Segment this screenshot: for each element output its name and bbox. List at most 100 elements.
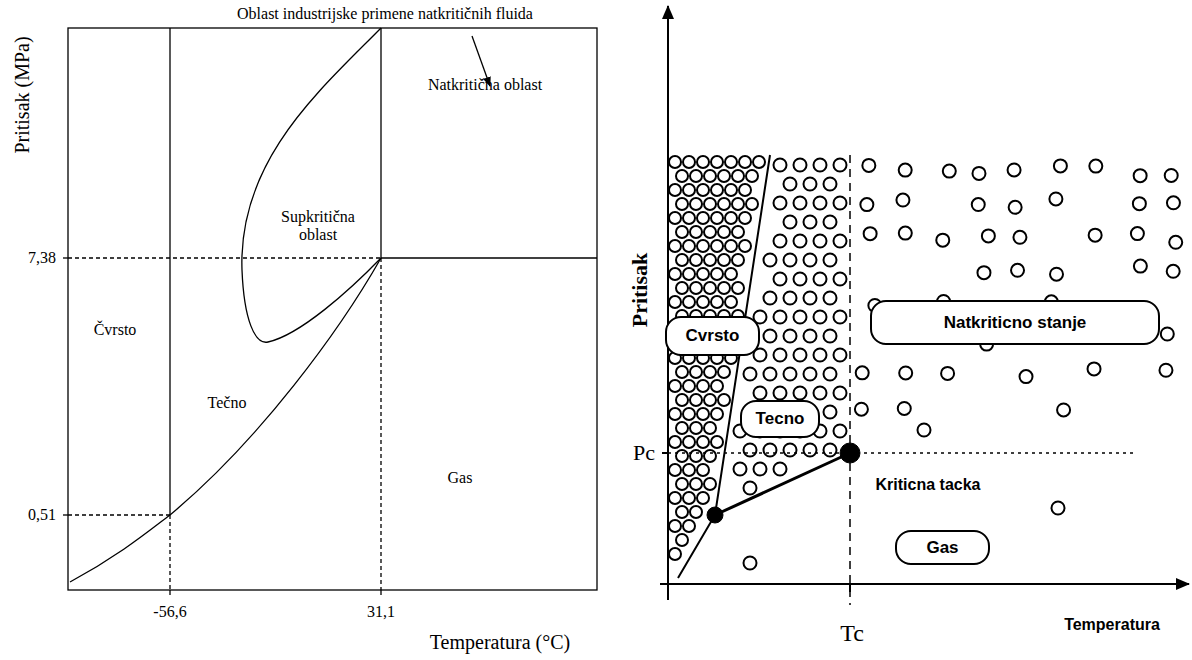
phase-box: Gas xyxy=(895,530,990,565)
molecule-circle xyxy=(718,198,730,210)
molecule-circle xyxy=(732,282,744,294)
molecule-circle xyxy=(855,403,868,416)
molecule-circle xyxy=(676,254,688,266)
molecule-circle xyxy=(739,156,751,168)
molecule-circle xyxy=(824,444,837,457)
region-label: Tc xyxy=(840,620,864,648)
molecule-circle xyxy=(697,212,709,224)
molecule-circle xyxy=(690,366,702,378)
molecule-circle xyxy=(718,226,730,238)
molecule-circle xyxy=(732,254,744,266)
molecule-circle xyxy=(814,311,827,324)
molecule-circle xyxy=(669,464,681,476)
molecule-circle xyxy=(732,226,744,238)
molecule-circle xyxy=(711,268,723,280)
axis-title: Pritisak (MPa) xyxy=(11,36,34,153)
molecule-circle xyxy=(754,463,767,476)
molecule-circle xyxy=(718,170,730,182)
molecule-circle xyxy=(725,156,737,168)
molecule-circle xyxy=(697,268,709,280)
molecule-circle xyxy=(774,273,787,286)
molecule-circle xyxy=(683,436,695,448)
molecule-circle xyxy=(704,422,716,434)
phase-name: Tecno xyxy=(756,409,805,429)
molecule-circle xyxy=(784,178,797,191)
molecule-circle xyxy=(794,197,807,210)
molecule-circle xyxy=(1161,328,1174,341)
molecule-circle xyxy=(711,156,723,168)
molecule-circle xyxy=(794,273,807,286)
molecule-circle xyxy=(697,296,709,308)
molecule-circle xyxy=(676,226,688,238)
molecule-circle xyxy=(774,387,787,400)
molecule-circle xyxy=(774,463,787,476)
axis-title: Pritisak xyxy=(627,253,652,328)
molecule-circle xyxy=(711,380,723,392)
molecule-circle xyxy=(669,240,681,252)
molecule-circle xyxy=(697,436,709,448)
molecule-circle xyxy=(1167,196,1180,209)
molecule-circle xyxy=(1009,201,1022,214)
molecule-circle xyxy=(739,212,751,224)
phase-boundaries xyxy=(668,155,1135,605)
schematic-phase-diagram xyxy=(660,6,1189,600)
molecule-circle xyxy=(784,330,797,343)
molecule-circle xyxy=(1134,169,1147,182)
phase-box: Cvrsto xyxy=(665,316,760,356)
region-label: Gas xyxy=(448,469,473,487)
molecule-circle xyxy=(1052,502,1065,515)
molecule-circle xyxy=(1089,229,1102,242)
molecule-circle xyxy=(683,408,695,420)
molecule-circle xyxy=(860,198,873,211)
molecule-circle xyxy=(814,273,827,286)
molecule-circle xyxy=(669,268,681,280)
molecule-circle xyxy=(683,520,695,532)
molecule-circle xyxy=(725,296,737,308)
molecule-circle xyxy=(824,406,837,419)
region-label: Pc xyxy=(633,440,655,465)
molecule-circle xyxy=(718,254,730,266)
molecule-circle xyxy=(918,424,931,437)
molecule-circle xyxy=(794,387,807,400)
molecule-circle xyxy=(711,212,723,224)
molecule-circle xyxy=(1050,268,1063,281)
molecule-circle xyxy=(794,311,807,324)
molecule-circle xyxy=(669,436,681,448)
molecule-circle xyxy=(784,444,797,457)
molecule-circle xyxy=(1008,163,1021,176)
molecule-circle xyxy=(834,425,847,438)
molecule-circle xyxy=(676,394,688,406)
molecule-circle xyxy=(676,366,688,378)
region-label: 31,1 xyxy=(367,603,395,621)
molecule-circle xyxy=(718,394,730,406)
molecule-circle xyxy=(834,159,847,172)
molecule-circle xyxy=(725,240,737,252)
molecule-circle xyxy=(669,548,681,560)
molecule-circle xyxy=(676,450,688,462)
molecule-circle xyxy=(683,212,695,224)
molecule-circle xyxy=(972,198,985,211)
molecule-circle xyxy=(704,282,716,294)
molecule-circle xyxy=(1134,260,1147,273)
molecule-circle xyxy=(774,311,787,324)
molecule-circle xyxy=(744,557,757,570)
molecule-circle xyxy=(704,394,716,406)
molecule-circle xyxy=(824,292,837,305)
molecule-circle xyxy=(725,268,737,280)
region-label: -56,6 xyxy=(153,603,186,621)
molecule-circle xyxy=(697,184,709,196)
molecule-circle xyxy=(676,534,688,546)
molecule-circle xyxy=(676,506,688,518)
region-label: 7,38 xyxy=(28,249,56,267)
region-label: Natkritična oblast xyxy=(428,76,542,94)
molecule-circle xyxy=(814,387,827,400)
molecule-circle xyxy=(1011,264,1024,277)
molecule-circle xyxy=(794,159,807,172)
molecule-circle xyxy=(697,464,709,476)
molecule-circle xyxy=(834,273,847,286)
molecule-circle xyxy=(824,254,837,267)
molecule-circle xyxy=(683,296,695,308)
molecule-circle xyxy=(704,198,716,210)
molecule-circle xyxy=(690,282,702,294)
molecule-circle xyxy=(734,463,747,476)
